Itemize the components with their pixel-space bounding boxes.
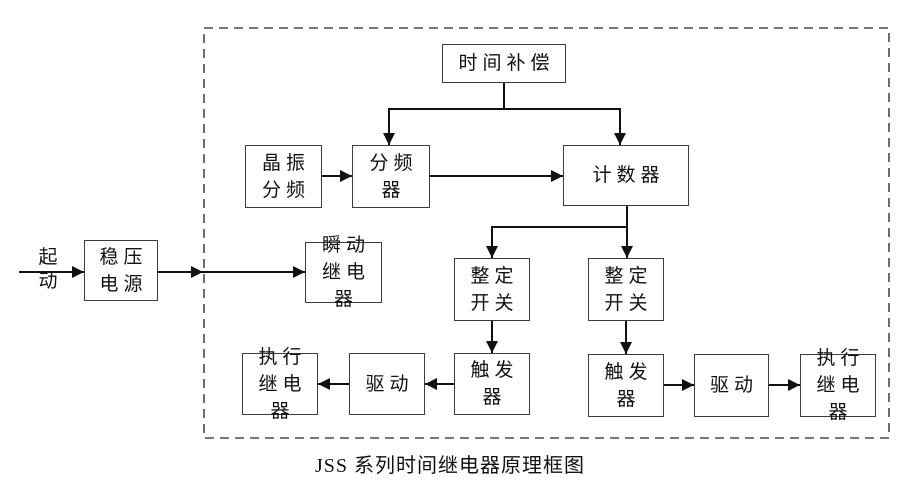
box-setting-switch-1: 整定 开关 xyxy=(454,258,530,321)
diagram-caption: JSS 系列时间继电器原理框图 xyxy=(314,455,586,477)
box-driver-1: 驱动 xyxy=(349,353,425,415)
start-label: 起 动 xyxy=(38,247,58,292)
box-crystal-divider: 晶振 分频 xyxy=(245,145,322,208)
box-frequency-divider: 分频器 xyxy=(352,145,430,208)
box-instant-relay: 瞬动 继电器 xyxy=(305,235,382,310)
dashed-boundary xyxy=(203,27,890,439)
box-time-compensation: 时间补偿 xyxy=(442,44,566,83)
box-trigger-2: 触发器 xyxy=(588,354,664,417)
box-trigger-1: 触发器 xyxy=(454,353,530,415)
box-regulated-power: 稳压 电源 xyxy=(84,240,158,301)
box-driver-2: 驱动 xyxy=(694,354,769,417)
connectors xyxy=(19,83,800,391)
box-executive-relay-1: 执行 继电器 xyxy=(242,347,318,422)
box-counter: 计数器 xyxy=(563,145,689,206)
box-setting-switch-2: 整定 开关 xyxy=(588,258,664,321)
box-executive-relay-2: 执行 继电器 xyxy=(800,348,876,423)
